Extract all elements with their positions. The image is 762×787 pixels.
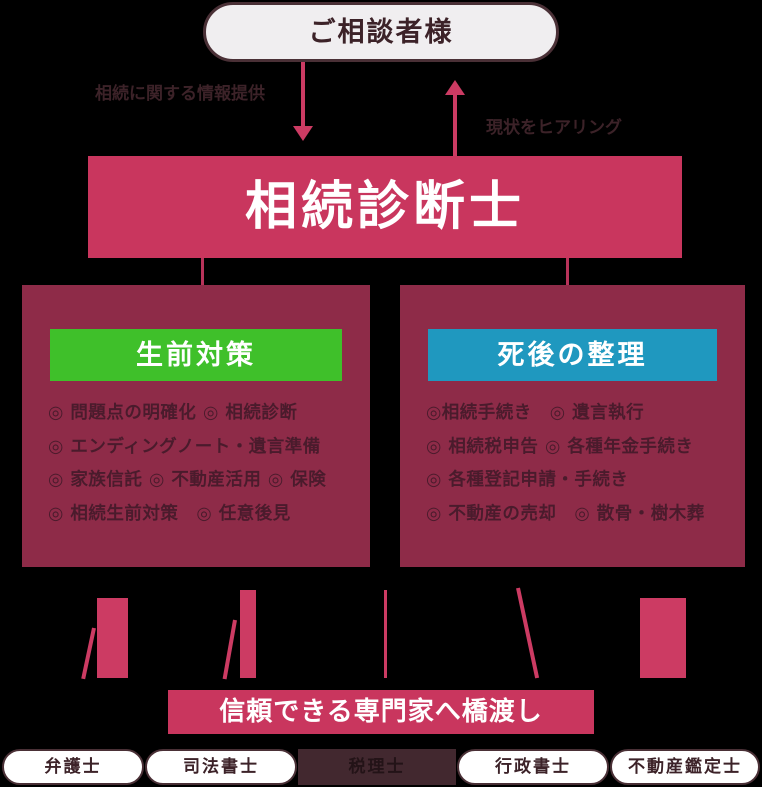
professional-pill-row: 弁護士 司法書士 税理士 行政書士 不動産鑑定士 [0,748,762,786]
pill-judicial-scrivener[interactable]: 司法書士 [145,749,297,785]
arrow-up-shaft [453,94,457,156]
pill-real-estate-appraiser[interactable]: 不動産鑑定士 [610,749,760,785]
category-box-lifetime: 生前対策 ◎ 問題点の明確化 ◎ 相続診断 ◎ エンディングノート・遺言準備 ◎… [22,285,370,567]
connector-stroke-2a [240,590,256,678]
pill-label: 司法書士 [183,756,259,777]
pill-tax-accountant[interactable]: 税理士 [298,749,456,785]
connector-stroke-2b [222,619,237,680]
arrow-up-head [445,80,465,95]
bridge-banner: 信頼できる専門家へ橋渡し [168,690,594,734]
list-item: ◎ 不動産の売却 ◎ 散骨・樹木葬 [426,503,705,524]
category-box-postmortem: 死後の整理 ◎相続手続き ◎ 遺言執行 ◎ 相続税申告 ◎ 各種年金手続き ◎ … [400,285,745,567]
category-header-label: 死後の整理 [497,339,648,371]
link-banner-to-left-box [201,258,204,286]
category-header-label: 生前対策 [136,339,256,371]
client-pill-label: ご相談者様 [308,16,454,48]
pill-label: 不動産鑑定士 [628,756,742,777]
list-item: ◎ エンディングノート・遺言準備 [48,436,321,457]
link-banner-to-right-box [566,258,569,286]
list-item: ◎ 問題点の明確化 ◎ 相続診断 [48,403,298,423]
pill-administrative-scrivener[interactable]: 行政書士 [457,749,609,785]
connector-stroke-3 [384,590,387,678]
main-role-title: 相続診断士 [244,177,525,237]
connector-stroke-1a [97,598,128,678]
arrow-down-label: 相続に関する情報提供 [95,84,265,104]
category-header-lifetime: 生前対策 [50,329,342,381]
pill-label: 税理士 [348,756,406,777]
pill-label: 弁護士 [44,756,102,777]
client-pill[interactable]: ご相談者様 [203,2,559,62]
pill-label: 行政書士 [495,756,571,777]
list-item: ◎ 家族信託 ◎ 不動産活用 ◎ 保険 [48,470,327,490]
arrow-up-label: 現状をヒアリング [486,118,622,138]
connector-stroke-5 [640,598,686,678]
list-item: ◎相続手続き ◎ 遺言執行 [426,403,645,423]
connector-stroke-1b [81,627,96,680]
list-item: ◎ 相続税申告 ◎ 各種年金手続き [426,436,694,457]
arrow-down-head [293,126,313,141]
list-item: ◎ 相続生前対策 ◎ 任意後見 [48,503,291,524]
connector-stroke-4 [516,587,540,679]
category-items-postmortem: ◎相続手続き ◎ 遺言執行 ◎ 相続税申告 ◎ 各種年金手続き ◎ 各種登記申請… [426,403,727,539]
arrow-down-shaft [301,62,305,128]
main-role-banner: 相続診断士 [88,156,682,258]
category-items-lifetime: ◎ 問題点の明確化 ◎ 相続診断 ◎ エンディングノート・遺言準備 ◎ 家族信託… [48,403,352,539]
pill-lawyer[interactable]: 弁護士 [2,749,144,785]
list-item: ◎ 各種登記申請・手続き [426,470,629,490]
bridge-banner-label: 信頼できる専門家へ橋渡し [219,697,543,727]
category-header-postmortem: 死後の整理 [428,329,717,381]
